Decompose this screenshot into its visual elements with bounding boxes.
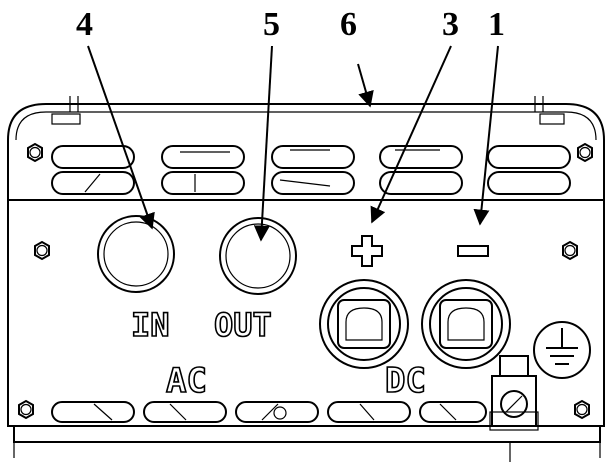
callout-1: 1: [488, 6, 505, 43]
leader-line-5: [253, 45, 273, 242]
callout-6: 6: [340, 6, 357, 43]
callout-3: 3: [442, 6, 459, 43]
hex-screw-bottom-right: [574, 399, 590, 420]
vent-slots-upper: [51, 145, 571, 195]
vent-slots-lower: [51, 401, 487, 423]
dc-plus-symbol: [351, 235, 383, 267]
label-ac-in: IN: [131, 306, 170, 344]
callout-5: 5: [263, 6, 280, 43]
hex-screw-mid-left: [34, 240, 50, 261]
top-cover: [7, 96, 605, 201]
dc-minus-symbol: [457, 245, 489, 257]
leader-line-1: [473, 45, 499, 226]
dc-positive-terminal: [319, 279, 409, 369]
ground-lug: [489, 355, 539, 431]
hex-screw-mid-right: [562, 240, 578, 261]
ac-out-knockout: [219, 217, 297, 295]
leader-line-4: [87, 45, 155, 230]
main-body: [7, 199, 605, 462]
leader-line-3: [370, 45, 452, 224]
hex-screw-bottom-left: [18, 399, 34, 420]
ac-in-knockout: [97, 215, 175, 293]
callout-4: 4: [76, 6, 93, 43]
leader-line-6: [357, 63, 374, 108]
label-ac: AC: [166, 361, 207, 401]
dc-negative-terminal: [421, 279, 511, 369]
label-dc: DC: [385, 361, 426, 401]
label-ac-out: OUT: [214, 306, 272, 344]
hex-screw-top-left: [27, 142, 43, 163]
ground-symbol-icon: [533, 321, 591, 379]
leader-lines: [87, 45, 499, 242]
hex-screw-top-right: [577, 142, 593, 163]
